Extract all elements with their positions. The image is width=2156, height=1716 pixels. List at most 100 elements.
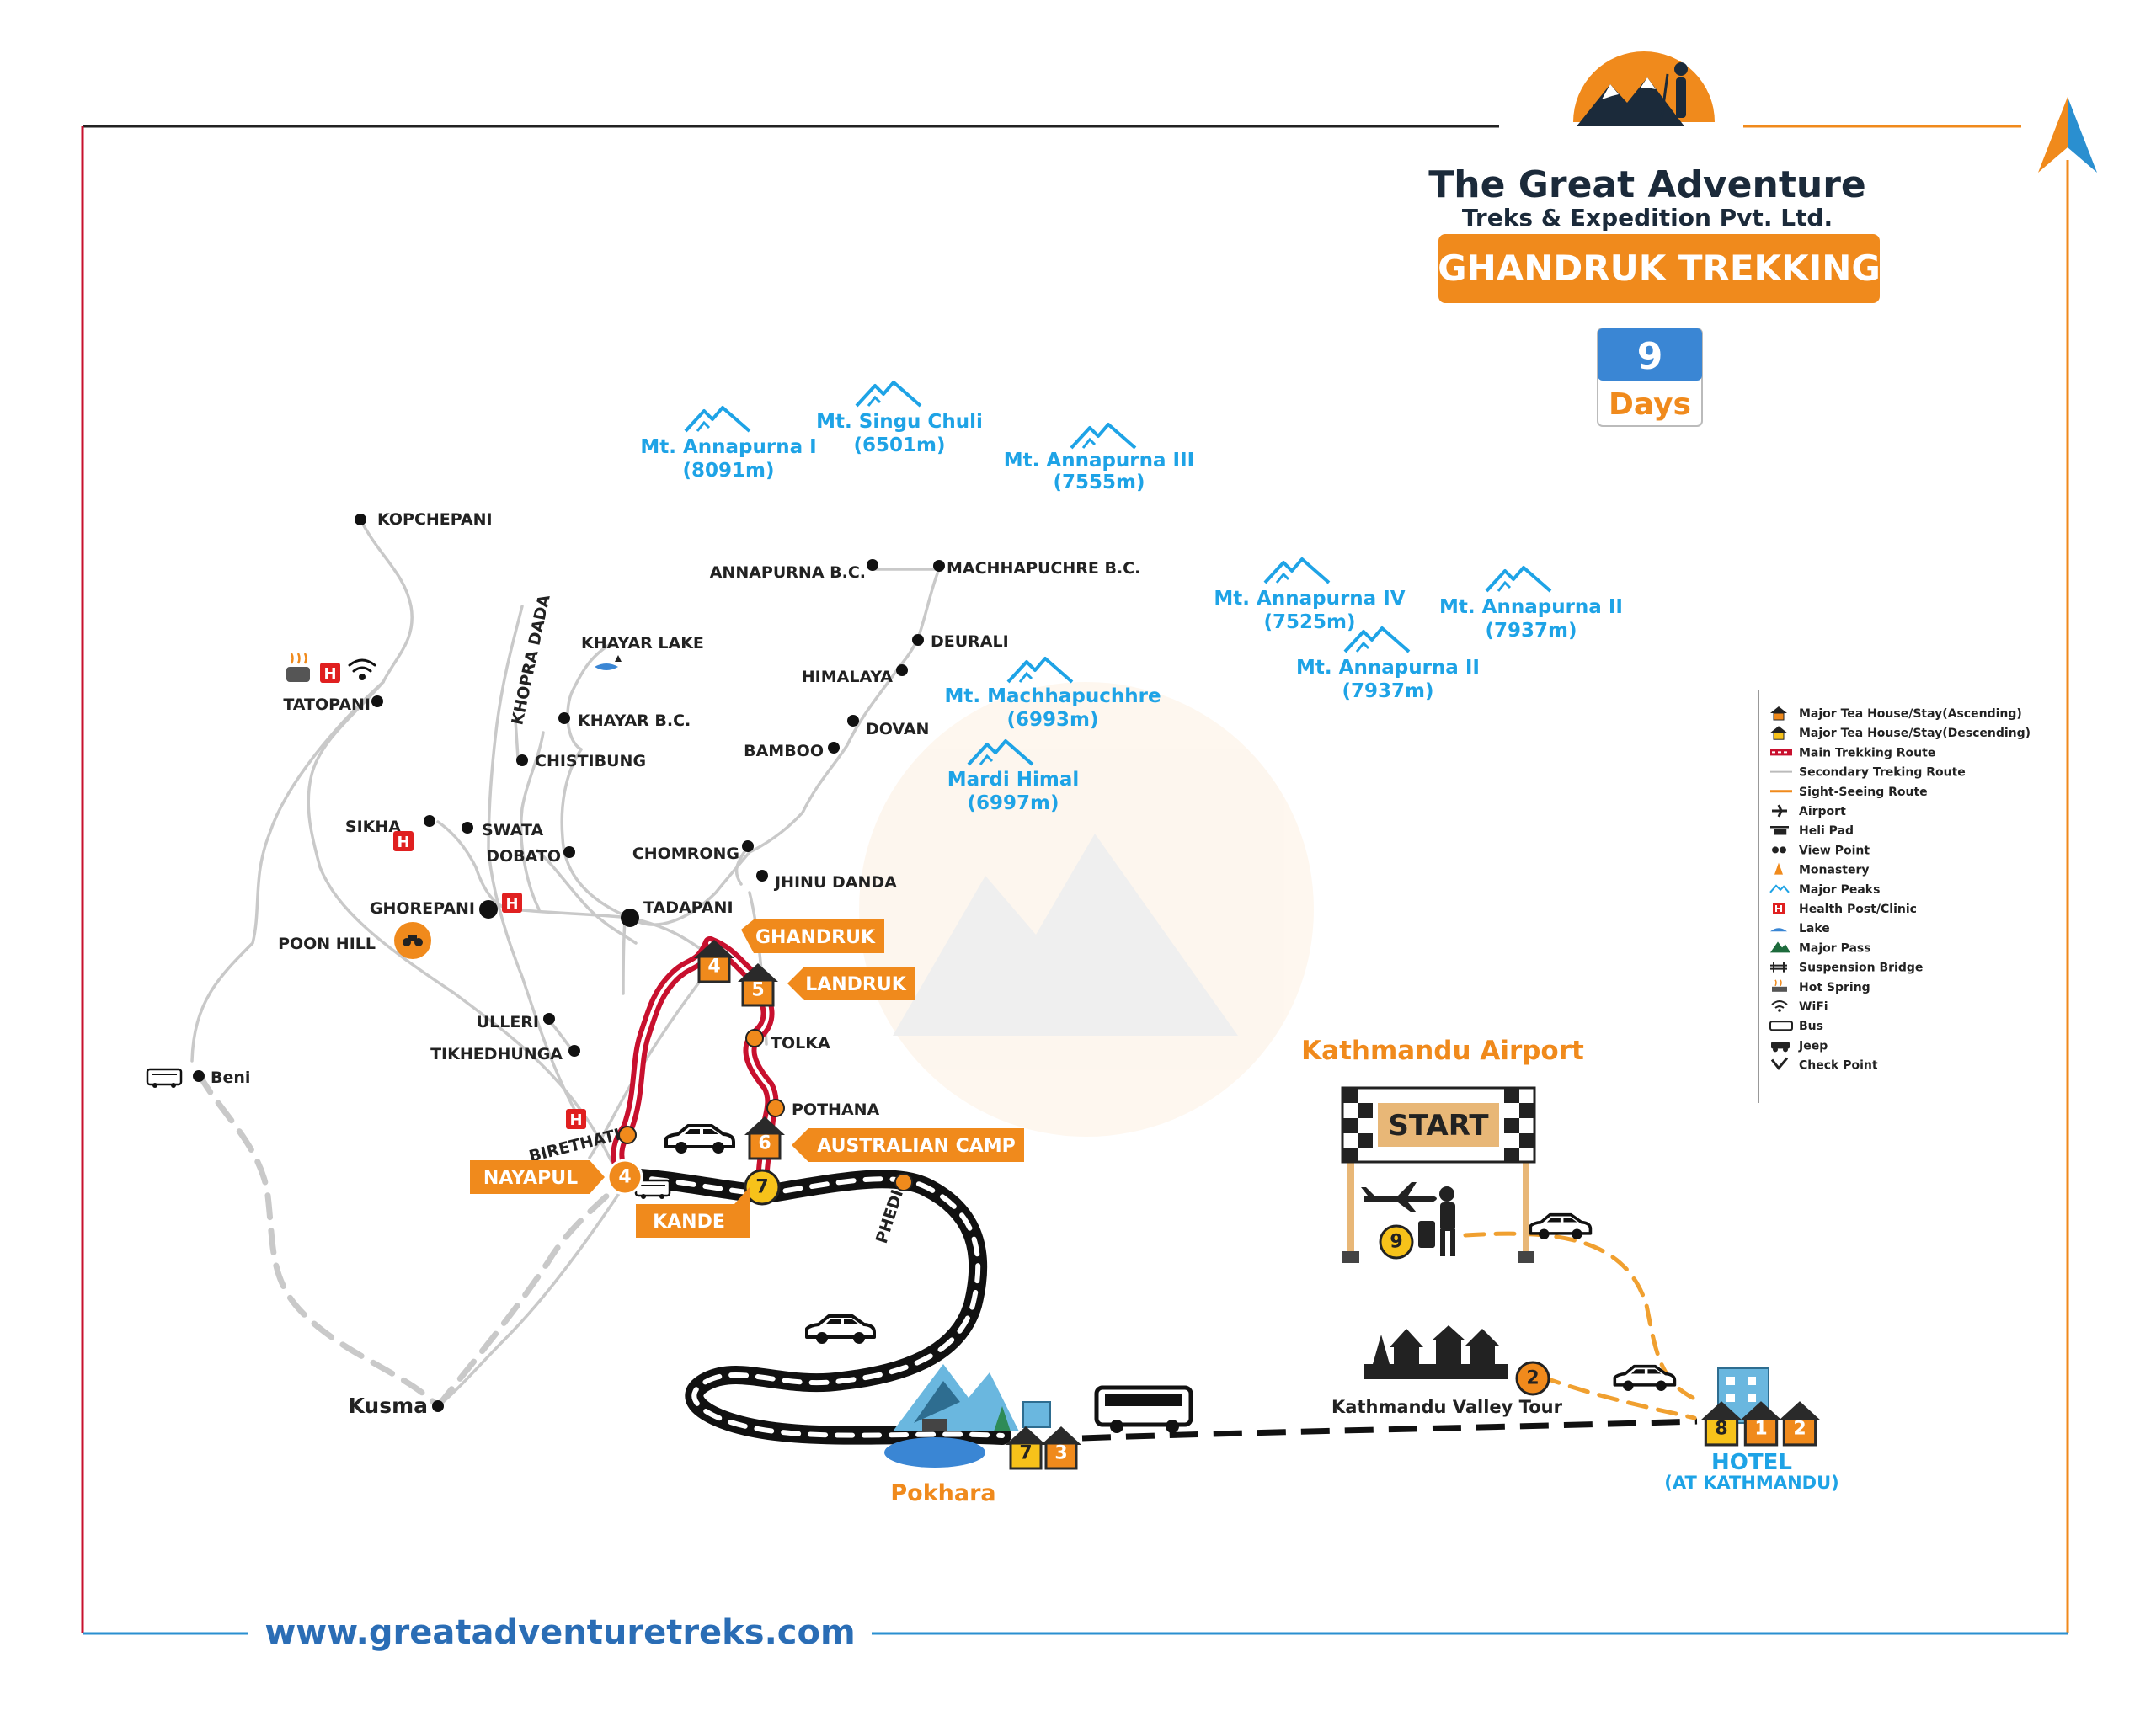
stop-hotel-c: 2: [1793, 1419, 1806, 1440]
label-swata: SWATA: [482, 821, 544, 839]
svg-text:Mt. Annapurna III: Mt. Annapurna III: [1004, 450, 1194, 472]
legend-label: Jeep: [1798, 1039, 1828, 1053]
peak-icon: [855, 381, 922, 408]
legend-label: Bus: [1799, 1020, 1823, 1033]
peak-annapurna-ii-south: Mt. Annapurna II (7937m): [1296, 626, 1480, 702]
website-link[interactable]: www.greatadventuretreks.com: [264, 1613, 855, 1652]
peak-annapurna-ii-east: Mt. Annapurna II (7937m): [1439, 566, 1623, 642]
peak-icon: [684, 406, 751, 433]
legend-label: Major Pass: [1799, 941, 1871, 955]
label-kopchepani: KOPCHEPANI: [377, 510, 493, 529]
svg-text:H: H: [397, 834, 409, 851]
svg-text:AUSTRALIAN CAMP: AUSTRALIAN CAMP: [817, 1136, 1016, 1157]
stop-nayapul-marker: [606, 1159, 643, 1196]
label-machhapuchre-bc: MACHHAPUCHRE B.C.: [947, 559, 1140, 578]
monastery-icon: [1774, 862, 1783, 875]
days-number: 9: [1637, 335, 1663, 378]
label-tadapani: TADAPANI: [643, 898, 734, 917]
bus-icon: [146, 1068, 671, 1199]
legend-label: Major Tea House/Stay(Descending): [1799, 727, 2031, 740]
legend-label: Health Post/Clinic: [1799, 903, 1917, 916]
road-nayapul-pokhara: [616, 1168, 1011, 1445]
tag-kande: KANDE: [636, 1187, 750, 1238]
stop-hotel-b: 1: [1754, 1419, 1767, 1440]
days-badge: 9 Days: [1597, 328, 1703, 427]
label-deurali: DEURALI: [931, 632, 1009, 651]
legend: Major Tea House/Stay(Ascending) Major Tea…: [1769, 706, 2031, 1073]
wifi-icon: [348, 658, 376, 680]
legend-label: Check Point: [1799, 1059, 1878, 1073]
tag-landruk: LANDRUK: [787, 967, 915, 1000]
view-point-icon: [1772, 846, 1786, 854]
watermark-logo-icon: [859, 682, 1314, 1137]
label-phedi: PHEDI: [873, 1187, 907, 1245]
svg-text:Mt. Machhapuchhre: Mt. Machhapuchhre: [944, 685, 1161, 707]
svg-text:Mt. Annapurna IV: Mt. Annapurna IV: [1214, 588, 1405, 610]
major-pass-icon: [1770, 941, 1790, 953]
hot-spring-icon: [1772, 979, 1787, 992]
days-label: Days: [1609, 387, 1691, 422]
label-khayar-bc: KHAYAR B.C.: [578, 711, 691, 730]
label-kathmandu-airport: Kathmandu Airport: [1301, 1036, 1584, 1066]
health-post-icon: H H H H: [320, 663, 586, 1129]
bus-route-pokhara-kathmandu: [1081, 1418, 1698, 1442]
label-tolka: TOLKA: [771, 1034, 830, 1053]
svg-text:GHANDRUK: GHANDRUK: [755, 927, 876, 948]
svg-text:(6997m): (6997m): [967, 792, 1059, 814]
svg-text:H: H: [323, 665, 336, 683]
legend-item: Hot Spring: [1772, 979, 1870, 994]
legend-item: Bus: [1769, 1020, 1823, 1033]
legend-label: Hot Spring: [1799, 981, 1870, 994]
peak-icon: [1263, 557, 1331, 584]
label-khopra-dada: KHOPRA DADA: [508, 593, 553, 727]
stop-airport-marker: [1379, 1224, 1414, 1260]
svg-text:Mt. Annapurna II: Mt. Annapurna II: [1296, 657, 1480, 679]
legend-label: Major Peaks: [1799, 883, 1880, 897]
legend-item: Major Tea House/Stay(Ascending): [1770, 706, 2022, 721]
legend-label: Sight-Seeing Route: [1799, 786, 1928, 799]
stop-airport: 9: [1390, 1232, 1402, 1253]
stop-kande: 7: [755, 1177, 768, 1198]
legend-label: WiFi: [1799, 1000, 1828, 1014]
legend-label: Monastery: [1799, 864, 1870, 877]
legend-label: Airport: [1799, 805, 1846, 818]
label-kathmandu-valley-tour: Kathmandu Valley Tour: [1331, 1397, 1563, 1417]
stop-australian-camp: 6: [758, 1133, 771, 1154]
peak-icon: [1006, 657, 1074, 684]
stop-pokhara-a: 7: [1019, 1443, 1032, 1464]
stop-kande-marker: [744, 1169, 781, 1206]
orange-stop-dots: [618, 1029, 913, 1191]
peak-machhapuchhre: Mt. Machhapuchhre (6993m): [944, 657, 1161, 731]
brand-name: The Great Adventure: [1428, 163, 1866, 206]
helipad-icon: [1770, 825, 1789, 835]
legend-item: Heli Pad: [1770, 824, 1854, 838]
peak-singu-chuli: Mt. Singu Chuli (6501m): [816, 381, 983, 456]
label-chistibung: CHISTIBUNG: [535, 752, 646, 770]
label-ghorepani: GHOREPANI: [370, 899, 475, 918]
legend-label: View Point: [1799, 844, 1870, 857]
brand-subtitle: Treks & Expedition Pvt. Ltd.: [1462, 204, 1833, 232]
kathmandu-temples-icon: [1364, 1325, 1508, 1379]
legend-item: Lake: [1770, 922, 1830, 935]
north-arrow-icon: [2038, 97, 2097, 173]
start-label: START: [1388, 1109, 1489, 1143]
label-annapurna-bc: ANNAPURNA B.C.: [710, 563, 866, 582]
stop-valley-tour-marker: [1515, 1361, 1550, 1396]
legend-item: Major Peaks: [1769, 883, 1880, 897]
peak-icon: [1070, 423, 1137, 450]
hot-spring-icon: [286, 653, 310, 682]
legend-item: Sight-Seeing Route: [1770, 786, 1928, 799]
legend-item: Secondary Treking Route: [1770, 766, 1966, 780]
legend-item: Health Post/Clinic: [1773, 903, 1917, 916]
label-chomrong: CHOMRONG: [632, 845, 739, 863]
svg-text:Mt. Annapurna II: Mt. Annapurna II: [1439, 596, 1623, 618]
label-dobato: DOBATO: [486, 847, 561, 866]
svg-text:H: H: [569, 1111, 582, 1129]
label-pothana: POTHANA: [792, 1100, 880, 1119]
legend-item: Airport: [1772, 804, 1846, 818]
label-hotel: HOTEL: [1711, 1450, 1792, 1475]
house-ascending-icon: [1770, 706, 1787, 721]
start-gate-icon: [1341, 1086, 1536, 1263]
label-kusma: Kusma: [348, 1394, 428, 1418]
